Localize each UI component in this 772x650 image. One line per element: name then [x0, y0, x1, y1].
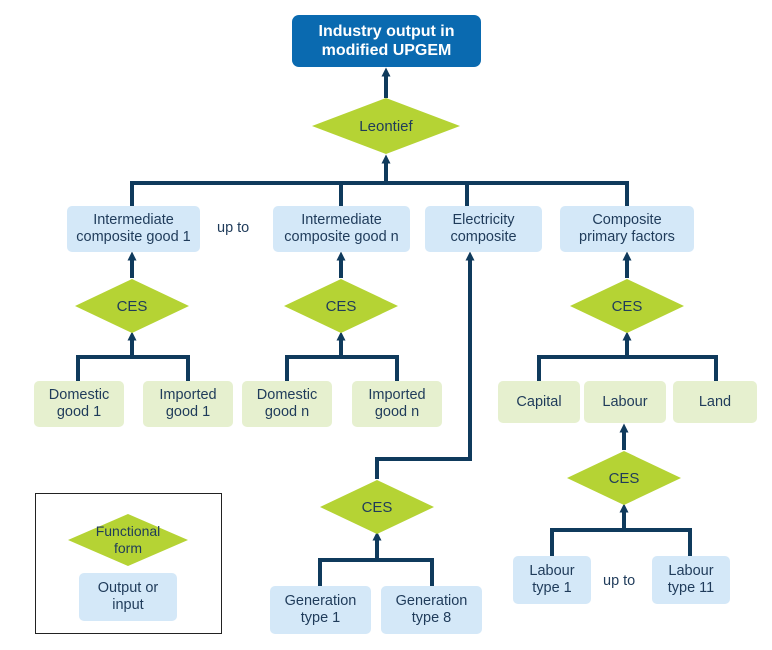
diamond-ces-primary — [570, 279, 684, 333]
imported-good-n: Imported good n — [352, 381, 442, 427]
diamond-ces-n — [284, 279, 398, 333]
bracket-generation — [318, 558, 434, 586]
diamond-ces-1 — [75, 279, 189, 333]
diamond-leontief — [312, 98, 460, 154]
legend — [35, 493, 222, 634]
leontief-label: Leontief — [359, 117, 413, 135]
composite-primary-factors: Composite primary factors — [560, 206, 694, 252]
intermediate-composite-good-1: Intermediate composite good 1 — [67, 206, 200, 252]
capital-input: Capital — [498, 381, 580, 423]
ces-label-primary: CES — [611, 297, 643, 315]
generation-type-8: Generation type 8 — [381, 586, 482, 634]
ces-label-electricity: CES — [361, 498, 393, 516]
ces-label-labour: CES — [608, 469, 640, 487]
labour-type-11: Labour type 11 — [652, 556, 730, 604]
up-to-label-labour: up to — [603, 573, 636, 589]
diamond-ces-labour — [567, 451, 681, 505]
electricity-composite: Electricity composite — [425, 206, 542, 252]
connector-lines — [76, 67, 718, 586]
land-input: Land — [673, 381, 757, 423]
diamond-legend — [68, 514, 188, 566]
bracket-goods-1 — [76, 355, 190, 382]
diamonds — [68, 98, 684, 566]
diamond-ces-electricity — [320, 480, 434, 534]
industry-output-box: Industry output in modified UPGEM — [292, 15, 481, 67]
generation-type-1: Generation type 1 — [270, 586, 371, 634]
bracket-labour-types — [550, 528, 692, 556]
labour-input: Labour — [584, 381, 666, 423]
intermediate-composite-good-n: Intermediate composite good n — [273, 206, 410, 252]
legend-output-or-input: Output or input — [79, 573, 177, 621]
bracket-composites — [130, 181, 629, 207]
bracket-goods-n — [285, 355, 399, 382]
path-cese-to-electricity — [375, 251, 475, 479]
ces-label-n: CES — [325, 297, 357, 315]
domestic-good-1: Domestic good 1 — [34, 381, 124, 427]
imported-good-1: Imported good 1 — [143, 381, 233, 427]
ces-label-1: CES — [116, 297, 148, 315]
labour-type-1: Labour type 1 — [513, 556, 591, 604]
domestic-good-n: Domestic good n — [242, 381, 332, 427]
up-to-label-composites: up to — [217, 220, 250, 236]
bracket-factors — [537, 355, 718, 382]
legend-functional-form-label: Functional form — [95, 523, 161, 556]
